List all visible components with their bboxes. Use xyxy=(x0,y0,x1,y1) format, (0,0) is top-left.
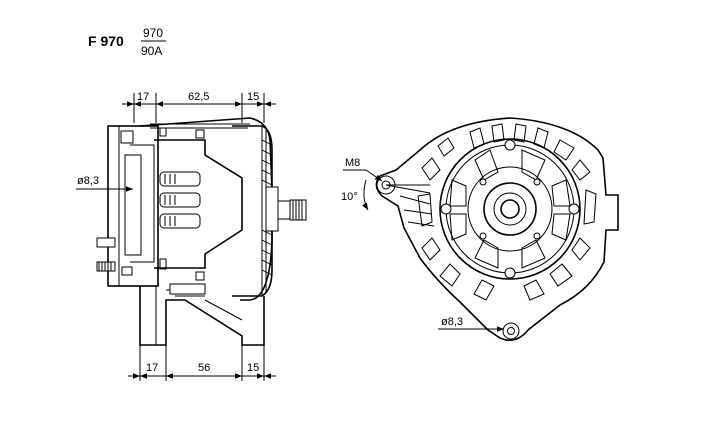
fraction-bottom: 90A xyxy=(141,44,162,58)
side-hole-label: ø8,3 xyxy=(77,175,99,187)
front-hole-label: ø8,3 xyxy=(441,316,463,328)
dim-bottom-17: 17 xyxy=(146,362,158,374)
dim-top-15: 15 xyxy=(247,91,259,103)
front-bolts xyxy=(440,139,580,279)
side-hole-dimension: ø8,3 xyxy=(76,175,133,192)
front-housing-outline xyxy=(375,117,619,341)
dim-bottom-56: 56 xyxy=(198,362,210,374)
model-title: F 970 xyxy=(88,33,124,49)
side-view: 17 62,5 15 xyxy=(76,91,307,381)
alternator-side-body xyxy=(96,117,307,346)
angle-callout: 10° xyxy=(341,179,431,211)
fraction-top: 970 xyxy=(143,26,163,40)
top-dimensions: 17 62,5 15 xyxy=(122,91,276,123)
front-hole-dimension: ø8,3 xyxy=(438,316,504,332)
header: F 970 970 90A xyxy=(88,26,166,58)
front-outer-ring xyxy=(439,138,581,280)
bottom-dimensions: 17 56 15 xyxy=(128,345,276,381)
thread-label: M8 xyxy=(345,157,360,169)
thread-callout: M8 xyxy=(343,157,383,182)
front-fins xyxy=(399,123,597,301)
front-view: M8 10° ø8,3 xyxy=(341,117,619,341)
dim-bottom-15: 15 xyxy=(247,362,259,374)
dim-top-17: 17 xyxy=(137,91,149,103)
angle-label: 10° xyxy=(341,191,358,203)
front-windows xyxy=(449,149,571,269)
dim-top-62-5: 62,5 xyxy=(188,91,209,103)
